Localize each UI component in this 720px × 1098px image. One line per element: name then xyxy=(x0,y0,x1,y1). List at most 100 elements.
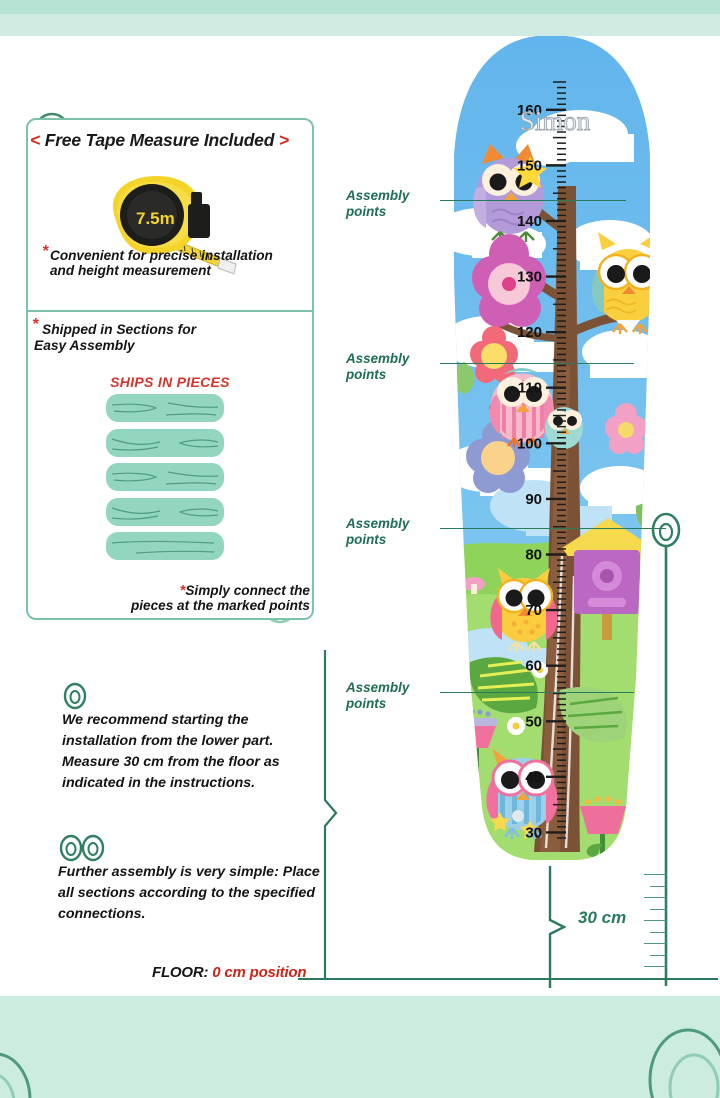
top-band-dark xyxy=(0,0,720,14)
caption-tape: * Convenient for precise installation an… xyxy=(40,244,302,279)
shipped-heading: * Shipped in Sections for Easy Assembly xyxy=(32,317,294,353)
ships-in-pieces-label: SHIPS IN PIECES xyxy=(110,374,230,390)
ruler-number-100: 100 xyxy=(517,435,542,452)
right-ruler-tick xyxy=(644,920,666,921)
ruler-number-150: 150 xyxy=(517,157,542,174)
assembly-leader-3 xyxy=(440,528,666,529)
assembly-label-3: Assembly points xyxy=(346,516,442,547)
ruler-number-120: 120 xyxy=(517,324,542,341)
plank-piece xyxy=(106,428,224,457)
right-ruler-tick xyxy=(644,874,666,875)
plank-piece xyxy=(106,532,224,560)
leaf-cluster-lower xyxy=(469,657,627,743)
ruler-number-130: 130 xyxy=(517,269,542,286)
tape-capacity-label: 7.5m xyxy=(136,209,175,228)
ruler-number-110: 110 xyxy=(518,380,542,397)
card-title: < Free Tape Measure Included > xyxy=(30,130,310,151)
mushroom-pink xyxy=(463,577,485,594)
plank-piece xyxy=(106,394,224,422)
assembly-label-2: Assembly points xyxy=(346,351,442,382)
right-ruler-tick xyxy=(650,931,666,933)
ruler-number-40: 40 xyxy=(525,769,542,786)
plank-piece xyxy=(106,463,224,491)
assembly-leader-1 xyxy=(440,200,626,201)
flower-orange-small xyxy=(454,326,518,394)
right-ruler-tick xyxy=(644,897,666,898)
ruler-number-30: 30 xyxy=(525,824,542,841)
caption-connect-line1: Simply connect the xyxy=(185,583,310,598)
right-ruler-tick xyxy=(650,908,666,910)
owl-yellow-right xyxy=(591,232,650,336)
thirty-cm-label: 30 cm xyxy=(578,908,627,927)
ruler-number-50: 50 xyxy=(525,713,542,730)
ruler-number-80: 80 xyxy=(525,547,542,564)
flower-pink-large xyxy=(472,234,546,327)
flower-white-small xyxy=(532,662,548,678)
shipped-line2: Easy Assembly xyxy=(34,337,135,353)
child-name: Simon xyxy=(520,106,591,136)
assembly-label-line1: Assembly xyxy=(346,680,410,695)
loop-bullet-double-icon xyxy=(59,834,105,862)
ruler-number-160: 160 xyxy=(517,102,542,119)
assembly-label-4: Assembly points xyxy=(346,680,442,711)
asterisk-2: * xyxy=(32,316,39,333)
owl-purple xyxy=(473,144,547,242)
assembly-label-line2: points xyxy=(346,366,387,382)
flower-pink-small-right xyxy=(605,403,647,454)
assembly-label-1: Assembly points xyxy=(346,188,442,219)
right-ruler-tick xyxy=(644,943,666,944)
bottom-band-arcs xyxy=(0,1028,720,1098)
right-ruler-tick xyxy=(644,966,666,967)
right-ruler-tick xyxy=(650,885,666,887)
assembly-label-line2: points xyxy=(346,695,387,711)
bottom-band xyxy=(0,996,720,1098)
thirty-cm-bracket xyxy=(548,866,567,988)
assembly-label-line1: Assembly xyxy=(346,516,410,531)
loop-bullet-icon xyxy=(63,682,87,710)
right-ruler-tick xyxy=(650,954,666,956)
tulip-pink-right xyxy=(580,796,626,860)
tape-measure-illustration: 7.5m xyxy=(96,168,246,276)
ruler-number-90: 90 xyxy=(525,491,542,508)
tape-measure-icon: 7.5m xyxy=(112,176,237,275)
assembly-label-line1: Assembly xyxy=(346,188,410,203)
title-bracket-left: < xyxy=(30,130,41,150)
ruler-number-70: 70 xyxy=(525,602,542,619)
note-lower-installation: We recommend starting the installation f… xyxy=(62,712,280,791)
right-hanging-pin xyxy=(651,512,681,986)
owl-pink-striped xyxy=(489,368,555,447)
plank-stack xyxy=(106,394,226,572)
plank-piece xyxy=(106,497,224,526)
daisy-white xyxy=(507,717,525,735)
growth-chart-board: 160 150 140 130 120 110 100 90 80 70 60 50 40 30 Simo… xyxy=(430,36,680,872)
floor-value: 0 cm position xyxy=(212,964,307,981)
birdhouse xyxy=(562,518,650,640)
caption-tape-line1: Convenient for precise installation xyxy=(50,248,273,263)
floor-baseline xyxy=(298,978,718,981)
assembly-label-line2: points xyxy=(346,531,387,547)
shipped-line1: Shipped in Sections for xyxy=(42,322,197,337)
assembly-leader-2 xyxy=(440,363,634,364)
floor-prefix: FLOOR: xyxy=(152,964,209,981)
assembly-label-line2: points xyxy=(346,203,387,219)
card-divider xyxy=(26,310,314,312)
assembly-label-line1: Assembly xyxy=(346,351,410,366)
owl-yellow-small xyxy=(490,568,558,652)
card-title-text: Free Tape Measure Included xyxy=(44,130,275,150)
title-bracket-right: > xyxy=(278,130,289,150)
notes-brace xyxy=(323,650,338,980)
asterisk-3: * xyxy=(179,582,186,599)
assembly-leader-4 xyxy=(440,692,634,693)
ruler-number-140: 140 xyxy=(517,213,542,230)
floor-label: FLOOR: 0 cm position xyxy=(152,964,307,981)
asterisk-1: * xyxy=(42,243,49,260)
caption-connect-line2: pieces at the marked points xyxy=(130,598,310,613)
board-artwork xyxy=(454,36,650,860)
flower-periwinkle xyxy=(466,420,530,493)
top-band-light xyxy=(0,14,720,36)
growth-chart-illustration: 160 150 140 130 120 110 100 90 80 70 60 50 40 30 Simo… xyxy=(454,36,650,860)
ruler-number-60: 60 xyxy=(525,658,542,675)
caption-connect: *Simply connect the pieces at the marked… xyxy=(60,583,310,613)
owl-blue-striped xyxy=(486,748,558,839)
